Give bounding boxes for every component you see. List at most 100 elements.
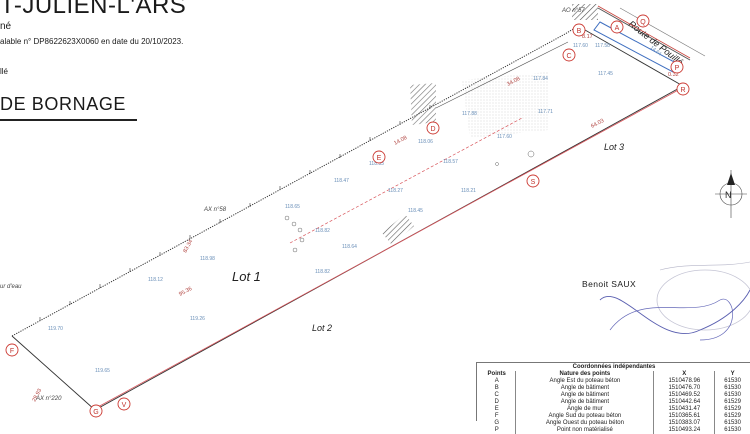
elevation: 117.45	[598, 71, 613, 77]
dim-label: 83.34	[182, 239, 194, 254]
elevation: 118.27	[388, 188, 403, 194]
survey-plan: Route de Pouillé 34.08 14.08 64.03 83.34…	[0, 4, 750, 418]
road-edge-2	[619, 7, 706, 57]
elevation: 118.45	[408, 208, 423, 214]
elevation: 118.12	[148, 277, 163, 283]
point-P: P	[670, 60, 684, 74]
point-B: B	[572, 23, 586, 37]
elevation: 118.64	[342, 244, 357, 250]
elevation: 117.60	[573, 43, 588, 49]
elevation: 119.26	[190, 316, 205, 322]
svg-text:P: P	[675, 65, 680, 72]
svg-text:Q: Q	[640, 19, 646, 26]
elevation: 117.60	[497, 134, 512, 140]
table-cell-point: B	[494, 385, 499, 391]
point-F: F	[5, 343, 19, 357]
surveyor-name: Benoit SAUX	[582, 279, 637, 289]
lot1-shaded-area	[462, 72, 548, 138]
table-cell-point: C	[494, 392, 499, 398]
road-edge	[597, 7, 691, 61]
dim-label: 14.08	[393, 135, 408, 147]
parcel-boundary-east	[577, 25, 684, 87]
point-S: S	[526, 174, 540, 188]
vegetation-symbols	[284, 150, 535, 253]
elevation: 118.65	[285, 204, 300, 210]
neighbour-ao57: AO n°57	[561, 8, 585, 14]
north-arrow-icon: N	[715, 170, 747, 218]
neighbour-ax220: AX n°220	[35, 396, 62, 402]
table-cell-nature: Angle Sud du poteau béton	[515, 413, 654, 420]
point-D: D	[426, 121, 440, 135]
point-G: G	[89, 404, 103, 418]
coordinates-table-frame	[476, 362, 750, 421]
elevation: 118.82	[315, 269, 330, 275]
coordinates-table: Coordonnées indépendantes Points Nature …	[478, 364, 750, 434]
table-cell-point: E	[494, 406, 499, 412]
table-cell-y: 61529	[714, 399, 750, 406]
table-cell-point: D	[494, 399, 499, 405]
elevation: 118.33	[369, 161, 384, 167]
table-cell-x: 1510469.52	[653, 392, 715, 399]
lot-division-red-2	[289, 117, 523, 244]
table-cell-point: F	[494, 413, 499, 419]
red-segment-top	[597, 5, 691, 59]
table-cell-y: 61530	[714, 385, 750, 392]
table-cell-x: 1510493.24	[653, 427, 715, 434]
table-cell-y: 61530	[714, 420, 750, 427]
elevation: 118.82	[315, 228, 330, 234]
table-caption: Coordonnées indépendantes	[572, 364, 656, 370]
svg-text:D: D	[430, 126, 435, 133]
elevation: 118.47	[334, 178, 349, 184]
neighbour-building-top	[572, 4, 598, 20]
column-header: X	[653, 371, 715, 378]
point-Q: Q	[636, 14, 650, 28]
table-cell-nature: Angle de bâtiment	[515, 385, 654, 392]
svg-text:C: C	[566, 53, 571, 60]
elevation: 118.21	[461, 188, 476, 194]
elevation: 118.57	[443, 159, 458, 165]
table-cell-point: A	[494, 378, 499, 384]
elevation: 117.88	[462, 111, 477, 117]
point-E: E	[372, 150, 386, 164]
elevation-labels: 117.60 117.58 117.84 117.45 117.88 117.6…	[48, 43, 613, 374]
dim-label: 34.08	[506, 76, 521, 88]
table-cell-x: 1510383.07	[653, 420, 715, 427]
lot1-label: Lot 1	[232, 269, 261, 284]
lot3-label: Lot 3	[604, 142, 624, 152]
lot2-label: Lot 2	[312, 323, 332, 333]
table-cell-y: 61530	[714, 392, 750, 399]
dim-label: 8.17	[582, 34, 593, 40]
road-label: Route de Pouillé	[627, 19, 685, 68]
svg-text:V: V	[122, 402, 127, 409]
svg-text:E: E	[377, 155, 382, 162]
table-cell-x: 1510365.61	[653, 413, 715, 420]
table-cell-y: 61530	[714, 378, 750, 385]
document-heading: DE BORNAGE	[0, 94, 127, 114]
svg-text:F: F	[10, 348, 14, 355]
dim-label: 0.32	[668, 72, 679, 78]
heading-underline	[0, 119, 137, 121]
north-letter: N	[725, 190, 732, 200]
table-cell-y: 61530	[714, 427, 750, 434]
elevation: 117.84	[533, 76, 548, 82]
table-cell-point: G	[494, 420, 500, 426]
svg-text:G: G	[93, 409, 98, 416]
neighbour-ax58: AX n°58	[203, 207, 227, 213]
parcel-boundary-west	[11, 335, 96, 411]
neighbour-water: ur d'eau	[0, 284, 22, 290]
table-cell-nature: Angle de bâtiment	[515, 399, 654, 406]
table-cell-x: 1510431.47	[653, 406, 715, 413]
neighbour-building-left	[410, 83, 436, 125]
elevation: 117.58	[595, 43, 610, 49]
table-cell-x: 1510478.96	[653, 378, 715, 385]
dim-label: 95.36	[178, 286, 193, 298]
parcel-boundary-north	[11, 25, 579, 337]
elevation: 117.71	[538, 109, 553, 115]
table-cell-nature: Point non matérialisé	[515, 427, 654, 434]
